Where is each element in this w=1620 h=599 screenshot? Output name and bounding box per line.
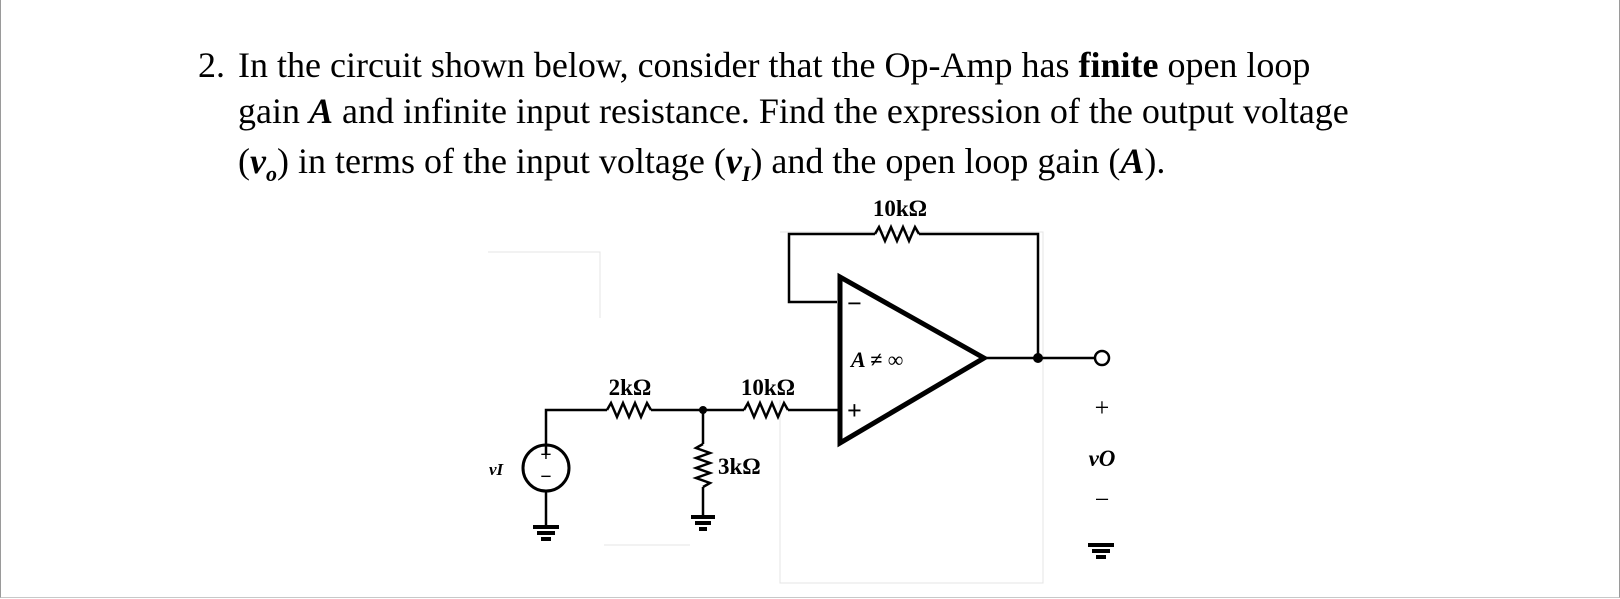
- output-plus-label: +: [1095, 393, 1110, 422]
- input-voltage-symbol: vI: [725, 141, 751, 187]
- emphasis-finite: finite: [1078, 45, 1159, 85]
- scan-artifact-lines: [488, 231, 1044, 584]
- ground-symbol-source: [533, 525, 559, 541]
- feedback-resistor-label: 10kΩ: [873, 196, 927, 221]
- series-resistor-label: 10kΩ: [741, 375, 795, 400]
- ground-symbol-output: [1088, 543, 1114, 559]
- input-resistor: [605, 399, 653, 421]
- output-voltage-label: vO: [1089, 446, 1116, 471]
- output-node-dot: [1033, 353, 1043, 363]
- shunt-resistor: [692, 442, 714, 489]
- question-line-1: In the circuit shown below, consider tha…: [238, 45, 1311, 85]
- source-voltage-label: vI: [489, 460, 505, 479]
- output-voltage-symbol: vo: [250, 141, 277, 187]
- source-top-wire: [544, 408, 607, 454]
- series-resistor: [742, 399, 790, 421]
- shunt-resistor-label: 3kΩ: [718, 454, 761, 479]
- source-minus-label: −: [540, 466, 551, 488]
- question-number: 2.: [198, 45, 225, 85]
- input-resistor-label: 2kΩ: [609, 375, 652, 400]
- feedback-wire-left: [787, 232, 875, 304]
- opamp-triangle: [837, 272, 990, 448]
- output-minus-label: −: [1095, 485, 1110, 514]
- opamp-minus-label: −: [847, 289, 862, 318]
- source-plus-label: +: [540, 444, 551, 466]
- ground-symbol-shunt: [691, 515, 715, 531]
- opamp-plus-label: +: [847, 396, 862, 425]
- question-line-2: gain A and infinite input resistance. Fi…: [238, 91, 1349, 131]
- junction-node-dot: [699, 406, 707, 414]
- gain-symbol: A: [308, 91, 333, 131]
- feedback-wire-right: [919, 232, 1040, 358]
- gain-symbol-2: A: [1120, 141, 1145, 181]
- output-terminal[interactable]: [1093, 349, 1111, 367]
- opamp-gain-label: A ≠ ∞: [849, 347, 904, 372]
- feedback-resistor: [873, 223, 921, 245]
- question-line-3: (vo) in terms of the input voltage (vI) …: [238, 141, 1166, 187]
